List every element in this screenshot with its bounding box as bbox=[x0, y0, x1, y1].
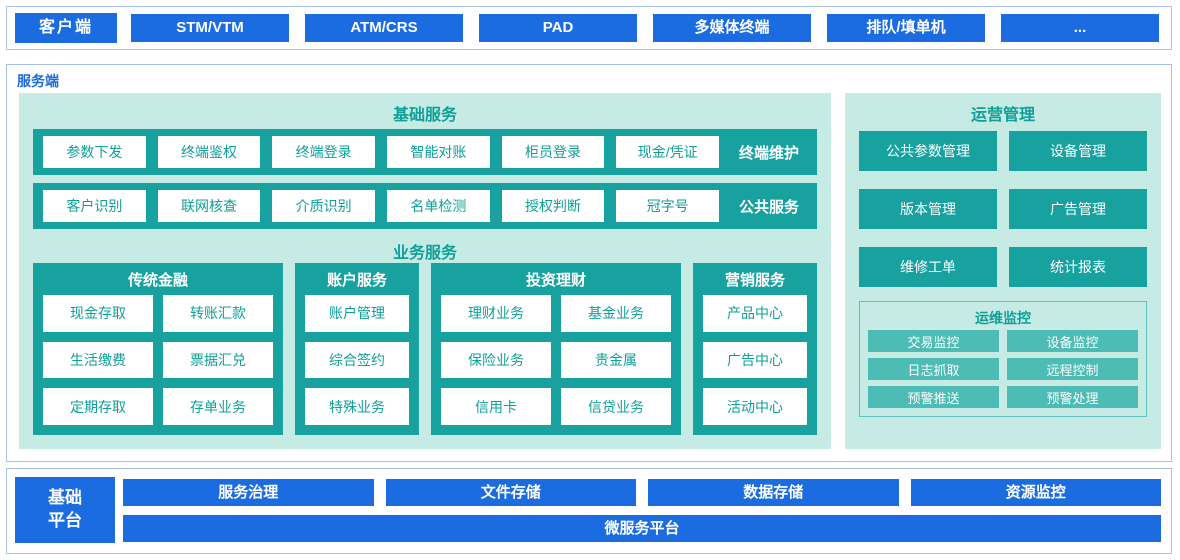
operations-title: 运营管理 bbox=[970, 107, 1035, 124]
business-service-node: 贵金属 bbox=[561, 341, 671, 379]
client-layer-label: 客户端 bbox=[15, 13, 117, 43]
client-layer: 客户端 STM/VTM ATM/CRS PAD 多媒体终端 排队/填单机 ... bbox=[6, 6, 1172, 50]
terminal-node-queue: 排队/填单机 bbox=[827, 14, 985, 42]
monitoring-node: 远程控制 bbox=[1007, 358, 1138, 380]
basic-service-node: 参数下发 bbox=[43, 136, 146, 168]
group-investment: 投资理财 理财业务 基金业务 保险业务 贵金属 信用卡 信贷业务 bbox=[431, 263, 681, 435]
terminal-node-atm-crs: ATM/CRS bbox=[305, 14, 463, 42]
public-services-row: 客户识别 联网核查 介质识别 名单检测 授权判断 冠字号 公共服务 bbox=[33, 183, 817, 229]
platform-layer-label: 基础平台 bbox=[15, 477, 115, 543]
basic-service-node: 授权判断 bbox=[501, 190, 605, 222]
business-service-groups: 传统金融 现金存取 转账汇款 生活缴费 票据汇兑 定期存取 存单业务 账户服务 … bbox=[33, 263, 817, 435]
terminal-maintenance-label: 终端维护 bbox=[739, 144, 800, 162]
monitoring-node: 设备监控 bbox=[1007, 330, 1138, 352]
group-account-services: 账户服务 账户管理 综合签约 特殊业务 bbox=[295, 263, 419, 435]
platform-layer: 基础平台 服务治理 文件存储 数据存储 资源监控 微服务平台 bbox=[6, 468, 1172, 554]
monitoring-panel: 运维监控 交易监控 设备监控 日志抓取 远程控制 预警推送 预警处理 bbox=[859, 301, 1147, 417]
business-service-node: 综合签约 bbox=[305, 341, 409, 379]
business-service-node: 票据汇兑 bbox=[163, 341, 273, 379]
operations-grid: 公共参数管理 设备管理 版本管理 广告管理 维修工单 统计报表 bbox=[859, 131, 1147, 287]
basic-service-node: 联网核查 bbox=[157, 190, 261, 222]
basic-service-node: 介质识别 bbox=[272, 190, 376, 222]
group-title: 传统金融 bbox=[127, 272, 188, 289]
business-service-node: 生活缴费 bbox=[43, 341, 153, 379]
business-service-node: 理财业务 bbox=[441, 295, 551, 332]
terminal-node-pad: PAD bbox=[479, 14, 637, 42]
monitoring-node: 日志抓取 bbox=[868, 358, 999, 380]
group-title: 营销服务 bbox=[724, 272, 785, 289]
business-service-node: 信用卡 bbox=[441, 388, 551, 425]
terminal-node-list: STM/VTM ATM/CRS PAD 多媒体终端 排队/填单机 ... bbox=[131, 14, 1159, 42]
services-panel: 基础服务 参数下发 终端鉴权 终端登录 智能对账 柜员登录 现金/凭证 终端维护… bbox=[19, 93, 831, 449]
business-service-node: 广告中心 bbox=[703, 341, 807, 379]
business-service-node: 保险业务 bbox=[441, 341, 551, 379]
server-layer-label: 服务端 bbox=[17, 73, 59, 89]
platform-node-microservice: 微服务平台 bbox=[123, 515, 1161, 542]
public-services-label: 公共服务 bbox=[739, 198, 800, 216]
monitoring-node: 预警处理 bbox=[1007, 386, 1138, 408]
platform-content: 服务治理 文件存储 数据存储 资源监控 微服务平台 bbox=[123, 479, 1161, 542]
business-service-node: 活动中心 bbox=[703, 388, 807, 425]
operations-node: 设备管理 bbox=[1009, 131, 1147, 171]
basic-service-node: 冠字号 bbox=[616, 190, 720, 222]
business-service-node: 定期存取 bbox=[43, 388, 153, 425]
business-service-node: 转账汇款 bbox=[163, 295, 273, 332]
basic-service-node: 客户识别 bbox=[43, 190, 146, 222]
basic-service-node: 智能对账 bbox=[387, 136, 490, 168]
monitoring-node: 预警推送 bbox=[868, 386, 999, 408]
business-service-node: 账户管理 bbox=[305, 295, 409, 332]
basic-services-title: 基础服务 bbox=[392, 107, 457, 124]
group-title: 投资理财 bbox=[525, 272, 586, 289]
operations-node: 维修工单 bbox=[859, 247, 997, 287]
business-service-node: 现金存取 bbox=[43, 295, 153, 332]
business-service-node: 信贷业务 bbox=[561, 388, 671, 425]
business-service-node: 存单业务 bbox=[163, 388, 273, 425]
terminal-maintenance-row: 参数下发 终端鉴权 终端登录 智能对账 柜员登录 现金/凭证 终端维护 bbox=[33, 129, 817, 175]
terminal-node-more: ... bbox=[1001, 14, 1159, 42]
terminal-node-multimedia: 多媒体终端 bbox=[653, 14, 811, 42]
monitoring-node: 交易监控 bbox=[868, 330, 999, 352]
platform-node-data-storage: 数据存储 bbox=[648, 479, 899, 506]
basic-service-node: 终端登录 bbox=[272, 136, 376, 168]
business-services-title: 业务服务 bbox=[392, 245, 457, 262]
platform-node-row: 服务治理 文件存储 数据存储 资源监控 bbox=[123, 479, 1161, 506]
business-service-node: 特殊业务 bbox=[305, 388, 409, 425]
basic-service-node: 名单检测 bbox=[387, 190, 490, 222]
operations-node: 广告管理 bbox=[1009, 189, 1147, 229]
basic-service-node: 现金/凭证 bbox=[616, 136, 720, 168]
operations-node: 公共参数管理 bbox=[859, 131, 997, 171]
basic-service-node: 终端鉴权 bbox=[157, 136, 261, 168]
monitoring-title: 运维监控 bbox=[975, 310, 1031, 326]
group-title: 账户服务 bbox=[326, 272, 387, 289]
terminal-node-stm-vtm: STM/VTM bbox=[131, 14, 289, 42]
platform-node-resource-monitor: 资源监控 bbox=[910, 479, 1161, 506]
platform-layer-label-text: 基础平台 bbox=[48, 488, 82, 530]
operations-node: 版本管理 bbox=[859, 189, 997, 229]
basic-service-node: 柜员登录 bbox=[501, 136, 605, 168]
business-service-node: 产品中心 bbox=[703, 295, 807, 332]
operations-panel: 运营管理 公共参数管理 设备管理 版本管理 广告管理 维修工单 统计报表 运维监… bbox=[845, 93, 1161, 449]
platform-node-governance: 服务治理 bbox=[123, 479, 374, 506]
business-service-node: 基金业务 bbox=[561, 295, 671, 332]
server-layer: 服务端 基础服务 参数下发 终端鉴权 终端登录 智能对账 柜员登录 现金/凭证 … bbox=[6, 64, 1172, 462]
platform-node-file-storage: 文件存储 bbox=[385, 479, 636, 506]
group-traditional-finance: 传统金融 现金存取 转账汇款 生活缴费 票据汇兑 定期存取 存单业务 bbox=[33, 263, 283, 435]
group-marketing: 营销服务 产品中心 广告中心 活动中心 bbox=[693, 263, 817, 435]
operations-node: 统计报表 bbox=[1009, 247, 1147, 287]
